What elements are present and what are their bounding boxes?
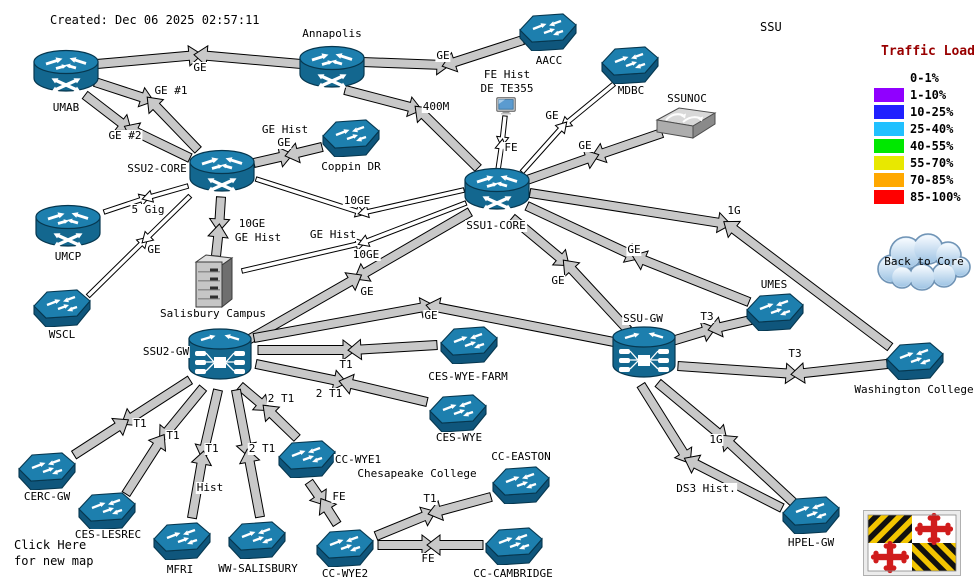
traffic-load-legend: Traffic Load 0-1% 1-10% 10-25% 25-40% 40-55%… <box>870 44 980 205</box>
legend-range-label: 85-100% <box>910 189 961 204</box>
legend-title: Traffic Load <box>881 44 975 59</box>
umcp-router-icon[interactable] <box>34 204 102 249</box>
link-ssu2-gw-ces-wye-farm[interactable] <box>257 338 438 362</box>
link-ssu2-core-ssu1-core[interactable] <box>254 176 466 219</box>
mdbc-switch-icon[interactable] <box>600 45 660 84</box>
ssunoc-workgroup-switch-icon[interactable] <box>656 107 716 139</box>
new-map-link-line2[interactable]: for new map <box>14 554 94 568</box>
link-ssu-gw-hpel-gw-ds3[interactable] <box>636 381 785 513</box>
legend-range-label: 1-10% <box>910 87 947 102</box>
link-ssu2-gw-ces-lesrec[interactable] <box>121 384 208 498</box>
link-ssu2-gw-mfri[interactable] <box>187 388 224 520</box>
links-layer <box>70 35 894 557</box>
coppin-dr-switch-icon[interactable] <box>321 118 381 157</box>
link-ssu2-gw-ces-wye[interactable] <box>254 359 429 408</box>
annapolis-router-icon[interactable] <box>298 45 366 90</box>
new-map-link-line1[interactable]: Click Here <box>14 538 87 552</box>
legend-swatch <box>874 87 904 102</box>
legend-range-label: 0-1% <box>910 70 939 85</box>
ssu2-core-router-icon[interactable] <box>188 149 256 194</box>
link-ssu1-core-washington-college[interactable] <box>528 188 894 352</box>
link-ssu2-core-salisbury[interactable] <box>207 196 231 258</box>
legend-range-label: 10-25% <box>910 104 954 119</box>
link-ssu2-gw-cc-wye1[interactable] <box>236 381 301 442</box>
maryland-flag-maryland-flag-icon <box>864 511 961 576</box>
link-ssunoc-ssu1-core[interactable] <box>524 128 665 185</box>
link-umab-ssu2-core-1[interactable] <box>92 77 202 154</box>
wscl-switch-icon[interactable] <box>32 288 92 327</box>
cerc-gw-switch-icon[interactable] <box>17 451 77 490</box>
link-cc-wye2-cc-easton[interactable] <box>373 492 493 541</box>
link-ssu-gw-washington-college[interactable] <box>677 358 889 385</box>
legend-swatch <box>874 121 904 136</box>
aacc-switch-icon[interactable] <box>518 12 578 51</box>
legend-row-25-40%: 25-40% <box>870 120 980 137</box>
umes-switch-icon[interactable] <box>745 292 805 331</box>
ces-wye-farm-switch-icon[interactable] <box>439 325 499 364</box>
ssu2-gw-atm-switch-icon[interactable] <box>187 327 253 381</box>
cc-easton-switch-icon[interactable] <box>491 465 551 504</box>
legend-swatch <box>874 189 904 204</box>
legend-swatch <box>874 104 904 119</box>
link-ssu2-core-coppin-dr[interactable] <box>252 141 324 168</box>
link-mdbc-ssu1-core[interactable] <box>519 81 617 175</box>
link-ssu2-gw-cerc-gw[interactable] <box>70 375 194 460</box>
cc-cambridge-switch-icon[interactable] <box>484 526 544 565</box>
new-map-link[interactable]: Click Here for new map <box>14 537 93 569</box>
legend-row-85-100%: 85-100% <box>870 188 980 205</box>
created-timestamp: Created: Dec 06 2025 02:57:11 <box>50 13 260 27</box>
cc-wye1-switch-icon[interactable] <box>277 439 337 478</box>
legend-rows: 0-1% 1-10% 10-25% 25-40% 40-55% 55-70% 70-85% 8… <box>870 69 980 205</box>
back-to-core-cloud-icon[interactable] <box>877 233 971 291</box>
cc-wye2-switch-icon[interactable] <box>315 528 375 567</box>
legend-swatch <box>874 70 904 85</box>
legend-row-10-25%: 10-25% <box>870 103 980 120</box>
legend-row-55-70%: 55-70% <box>870 154 980 171</box>
link-ssu-gw-umes[interactable] <box>670 314 753 346</box>
ssu-gw-atm-switch-icon[interactable] <box>611 325 677 379</box>
umab-router-icon[interactable] <box>32 49 100 94</box>
legend-swatch <box>874 155 904 170</box>
legend-swatch <box>874 138 904 153</box>
legend-range-label: 70-85% <box>910 172 954 187</box>
link-ssu1-core-umes[interactable] <box>524 201 752 307</box>
mfri-switch-icon[interactable] <box>152 521 212 560</box>
link-cc-wye2-cc-cambridge[interactable] <box>377 533 484 557</box>
legend-range-label: 40-55% <box>910 138 954 153</box>
salisbury-campus-server-icon[interactable] <box>195 254 233 308</box>
fe-hist-monitor-monitor-icon[interactable] <box>496 97 516 115</box>
legend-row-0-1%: 0-1% <box>870 69 980 86</box>
link-ssu1-core-ssu2-gw[interactable] <box>245 207 473 345</box>
link-monitor-ssu1-core[interactable] <box>494 115 510 171</box>
ssu1-core-router-icon[interactable] <box>463 167 531 212</box>
legend-row-1-10%: 1-10% <box>870 86 980 103</box>
link-umcp-ssu2-core[interactable] <box>102 183 190 215</box>
legend-swatch <box>874 172 904 187</box>
ces-wye-switch-icon[interactable] <box>428 393 488 432</box>
link-annapolis-aacc[interactable] <box>361 35 526 76</box>
link-umab-annapolis[interactable] <box>96 44 302 70</box>
ww-salisbury-switch-icon[interactable] <box>227 520 287 559</box>
legend-row-40-55%: 40-55% <box>870 137 980 154</box>
map-title: SSU <box>760 20 782 34</box>
legend-range-label: 25-40% <box>910 121 954 136</box>
link-salisbury-ssu1-core[interactable] <box>240 200 468 274</box>
legend-row-70-85%: 70-85% <box>870 171 980 188</box>
link-cc-wye1-cc-wye2[interactable] <box>304 478 342 528</box>
ces-lesrec-switch-icon[interactable] <box>77 491 137 530</box>
washington-college-switch-icon[interactable] <box>885 341 945 380</box>
link-wscl-ssu2-core[interactable] <box>85 193 193 299</box>
link-ssu1-core-ssu-gw[interactable] <box>508 213 633 334</box>
legend-range-label: 55-70% <box>910 155 954 170</box>
